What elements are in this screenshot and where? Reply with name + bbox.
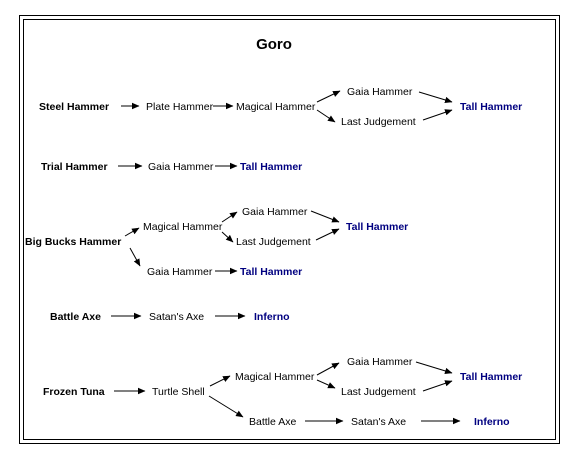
tree-frozen-tuna: Frozen Tuna Turtle Shell Magical Hammer …	[43, 356, 522, 428]
diagram-frame-outer	[19, 15, 560, 444]
node-last-judgement: Last Judgement	[236, 236, 311, 248]
node-gaia-hammer: Gaia Hammer	[147, 266, 213, 278]
node-battle-axe: Battle Axe	[249, 416, 296, 428]
arrow	[316, 109, 336, 123]
node-gaia-hammer: Gaia Hammer	[242, 206, 308, 218]
arrow	[124, 227, 140, 237]
node-tall-hammer: Tall Hammer	[240, 161, 302, 173]
arrow	[316, 90, 341, 103]
arrow	[129, 247, 141, 267]
node-tall-hammer: Tall Hammer	[240, 266, 302, 278]
tree-battle-axe: Battle Axe Satan's Axe Inferno	[50, 311, 290, 323]
arrow	[221, 231, 234, 243]
node-inferno: Inferno	[254, 311, 290, 323]
tree-big-bucks-hammer: Big Bucks Hammer Magical Hammer Gaia Ham…	[25, 206, 408, 278]
arrow	[310, 210, 340, 223]
arrow	[418, 91, 453, 104]
arrow	[316, 379, 336, 389]
node-magical-hammer: Magical Hammer	[235, 371, 315, 383]
tree-trial-hammer: Trial Hammer Gaia Hammer Tall Hammer	[41, 161, 302, 173]
node-satans-axe: Satan's Axe	[149, 311, 204, 323]
tree-steel-hammer: Steel Hammer Plate Hammer Magical Hammer…	[39, 86, 522, 128]
node-last-judgement: Last Judgement	[341, 386, 416, 398]
arrow	[209, 375, 231, 387]
arrow	[422, 109, 453, 121]
node-satans-axe: Satan's Axe	[351, 416, 406, 428]
arrow	[316, 362, 340, 376]
node-tall-hammer: Tall Hammer	[346, 221, 408, 233]
arrow	[422, 380, 453, 392]
node-magical-hammer: Magical Hammer	[236, 101, 316, 113]
node-gaia-hammer: Gaia Hammer	[347, 86, 413, 98]
node-battle-axe: Battle Axe	[50, 311, 101, 323]
diagram-title: Goro	[256, 36, 292, 53]
node-turtle-shell: Turtle Shell	[152, 386, 205, 398]
node-steel-hammer: Steel Hammer	[39, 101, 109, 113]
arrow	[315, 228, 340, 241]
node-inferno: Inferno	[474, 416, 510, 428]
node-tall-hammer: Tall Hammer	[460, 101, 522, 113]
arrow	[221, 211, 238, 223]
node-gaia-hammer: Gaia Hammer	[347, 356, 413, 368]
node-magical-hammer: Magical Hammer	[143, 221, 223, 233]
diagram-frame-inner	[23, 19, 556, 440]
node-big-bucks-hammer: Big Bucks Hammer	[25, 236, 121, 248]
node-frozen-tuna: Frozen Tuna	[43, 386, 105, 398]
node-gaia-hammer: Gaia Hammer	[148, 161, 214, 173]
node-trial-hammer: Trial Hammer	[41, 161, 108, 173]
arrow	[415, 361, 453, 375]
arrow	[208, 395, 244, 418]
node-tall-hammer: Tall Hammer	[460, 371, 522, 383]
node-last-judgement: Last Judgement	[341, 116, 416, 128]
node-plate-hammer: Plate Hammer	[146, 101, 214, 113]
